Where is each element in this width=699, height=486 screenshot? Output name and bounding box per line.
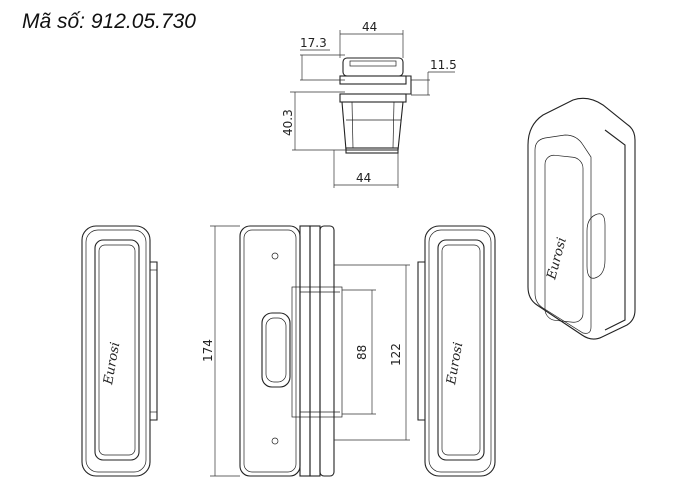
dim-top-width: 44 <box>362 20 377 34</box>
product-code-title: Mã số: 912.05.730 <box>22 10 196 33</box>
brand-logo-left: Eurosi <box>101 341 123 387</box>
side-view: 174 88 122 <box>201 225 410 477</box>
dim-top-body-height: 40.3 <box>281 109 295 136</box>
top-view: 44 17.3 11.5 40.3 44 <box>281 20 457 188</box>
dim-top-offset: 11.5 <box>430 58 457 72</box>
dim-total-height: 174 <box>201 339 215 362</box>
perspective-view: Eurosi <box>527 97 636 340</box>
dim-outer-height: 122 <box>389 343 403 366</box>
dim-inner-height: 88 <box>355 345 369 360</box>
dim-bottom-width: 44 <box>356 171 371 185</box>
brand-logo-perspective: Eurosi <box>544 236 570 282</box>
dim-top-cap-height: 17.3 <box>300 36 327 50</box>
front-view-right: Eurosi <box>417 225 496 477</box>
front-view-left: Eurosi <box>81 225 158 477</box>
brand-logo-right: Eurosi <box>444 341 466 387</box>
